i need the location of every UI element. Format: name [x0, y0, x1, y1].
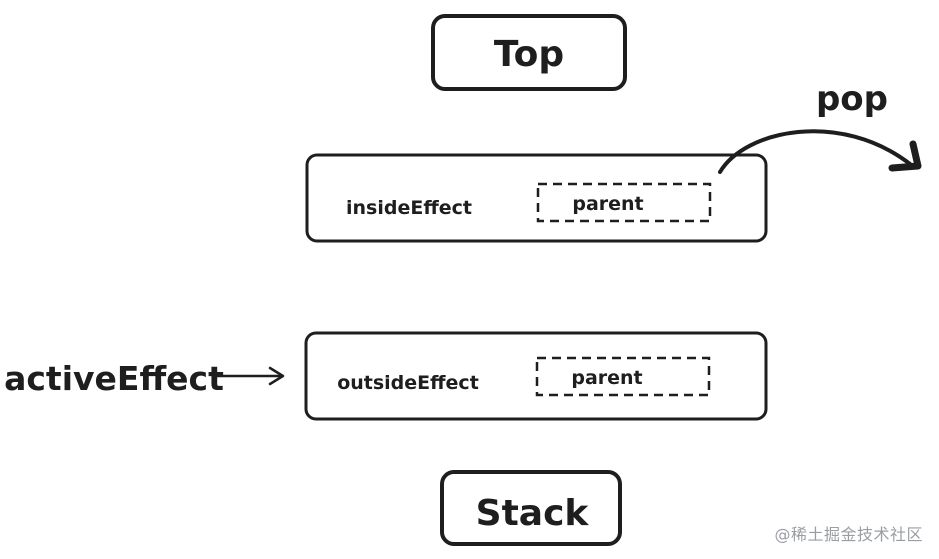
active-effect-label: activeEffect — [4, 359, 224, 398]
inside-effect-box — [305, 153, 768, 243]
outside-parent-label: parent — [571, 367, 642, 389]
top-box — [431, 14, 627, 91]
arrow-right-icon — [268, 366, 285, 386]
top-node: Top — [431, 14, 627, 91]
stack-node: Stack — [440, 470, 622, 546]
pop-arrow: pop — [718, 79, 922, 174]
pop-arrow-line — [718, 129, 912, 174]
outside-effect-frame: outsideEffect parent — [304, 331, 768, 421]
active-effect-pointer: activeEffect — [4, 359, 285, 398]
inside-effect-frame: insideEffect parent — [305, 153, 768, 243]
inside-effect-label: insideEffect — [346, 197, 472, 219]
outside-effect-box — [304, 331, 768, 421]
watermark: @稀土掘金技术社区 — [774, 525, 923, 544]
inside-parent-label: parent — [572, 193, 643, 215]
pop-arrowhead-icon — [888, 140, 922, 172]
stack-label: Stack — [476, 493, 590, 534]
pop-label: pop — [816, 79, 888, 119]
stack-box — [440, 470, 622, 546]
top-label: Top — [494, 34, 564, 75]
outside-effect-label: outsideEffect — [337, 372, 479, 394]
